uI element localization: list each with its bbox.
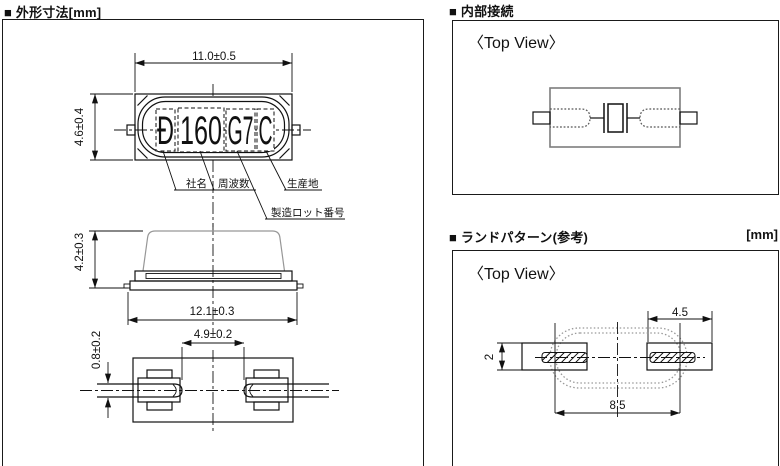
dim-base-width: 12.1±0.3 xyxy=(190,306,235,318)
dim-body-width: 11.0±0.5 xyxy=(192,51,236,63)
outline-section-title: ■ 外形寸法[mm] xyxy=(4,5,102,20)
land-pad-right xyxy=(646,342,713,371)
lead-right-topview xyxy=(291,124,301,136)
marking-callouts: 社名 周波数 生産地 製造ロット番号 xyxy=(162,150,345,220)
crystal-symbol xyxy=(590,103,640,133)
dim-height: 4.2±0.3 xyxy=(74,233,86,271)
dim-lead-thickness: 0.8±0.2 xyxy=(91,331,103,369)
dim-lead-span: 4.9±0.2 xyxy=(194,329,232,341)
callout-origin: 生産地 xyxy=(287,177,319,190)
outline-panel: 11.0±0.5 4.6±0.4 xyxy=(2,19,424,466)
land-pattern-panel: 〈Top View〉 4.5 2 xyxy=(452,250,779,466)
side-view-drawing: 4.2±0.3 12.1±0.3 xyxy=(74,223,304,332)
internal-section-title: ■ 内部接続 xyxy=(449,4,514,19)
marking-maker-logo: Đ xyxy=(157,109,174,153)
callout-frequency: 周波数 xyxy=(218,177,250,190)
dim-pad-height: 2 xyxy=(484,354,496,360)
marking-lot: G7 xyxy=(228,109,254,153)
internal-view-label: 〈Top View〉 xyxy=(468,35,565,52)
marking-origin: C xyxy=(259,109,273,153)
lead-left-topview xyxy=(126,124,136,136)
top-view-drawing: 11.0±0.5 4.6±0.4 xyxy=(74,51,345,227)
marking-frequency: 160 xyxy=(180,109,222,153)
land-section-title: ■ ランドパターン(参考) xyxy=(449,230,589,245)
callout-maker: 社名 xyxy=(186,177,207,190)
land-unit-label: [mm] xyxy=(746,227,778,242)
internal-panel: 〈Top View〉 xyxy=(452,20,779,195)
outline-drawing: 11.0±0.5 4.6±0.4 xyxy=(74,51,345,433)
land-pattern-drawing: 〈Top View〉 4.5 2 xyxy=(468,266,713,417)
dim-pad-width: 4.5 xyxy=(672,307,688,319)
dim-body-height: 4.6±0.4 xyxy=(74,107,86,146)
bottom-view-drawing: 4.9±0.2 0.8±0.2 xyxy=(80,329,339,433)
callout-lot: 製造ロット番号 xyxy=(271,206,345,219)
internal-connection-drawing: 〈Top View〉 xyxy=(468,35,698,148)
dim-pad-pitch: 8.5 xyxy=(610,400,626,412)
land-view-label: 〈Top View〉 xyxy=(468,266,565,283)
